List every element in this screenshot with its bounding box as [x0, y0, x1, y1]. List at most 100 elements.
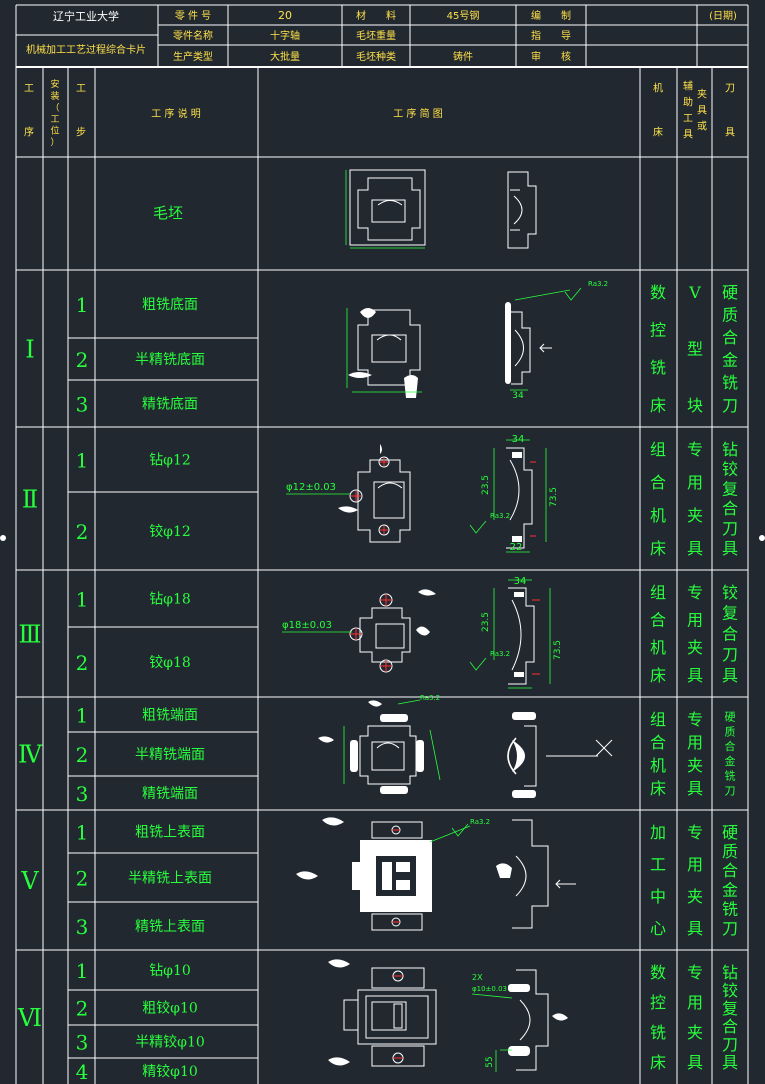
header-char: 装 — [50, 90, 59, 102]
fixture-char: 型 — [687, 339, 703, 358]
svg-text:φ18±0.03: φ18±0.03 — [282, 620, 332, 631]
process-numeral: Ⅱ — [22, 486, 38, 514]
cutter-char: 质 — [725, 725, 736, 738]
cutter-char: 具 — [722, 666, 738, 685]
fixture-char: 夹 — [687, 638, 703, 657]
step-number: 1 — [76, 449, 89, 473]
cutter-char: 合 — [722, 1017, 738, 1036]
step-number: 1 — [76, 704, 89, 728]
p3-front-view: φ18±0.03 — [282, 589, 436, 673]
cutter-char: 复 — [722, 604, 738, 623]
step-description: 精铣底面 — [142, 397, 198, 413]
step-number: 2 — [76, 743, 89, 767]
cutter-char: 刀 — [722, 645, 738, 664]
p6-front-view — [328, 959, 437, 1067]
machine-char: 铣 — [650, 1023, 666, 1042]
header-char: 安 — [50, 78, 59, 90]
svg-text:34: 34 — [512, 434, 525, 445]
machine-char: 床 — [650, 779, 666, 798]
fixture-char: 具 — [687, 1053, 703, 1072]
fixture-char: 具 — [687, 779, 703, 798]
machine-char: 中 — [650, 887, 666, 906]
right-edge-mark — [759, 535, 765, 541]
machine-char: 加 — [650, 823, 666, 842]
header-char: 具 — [725, 127, 735, 139]
school-name: 辽宁工业大学 — [53, 9, 119, 23]
machine-char: 机 — [650, 756, 666, 775]
step-description: 钻φ18 — [149, 592, 191, 608]
fixture-char: 用 — [687, 993, 703, 1012]
step-number: 2 — [76, 651, 89, 675]
col-description-header: 工 序 说 明 — [151, 107, 201, 120]
cutter-char: 刀 — [722, 519, 738, 538]
header-char: 具 — [683, 129, 693, 141]
machine-char: 数 — [650, 283, 666, 302]
production-type-label: 生产类型 — [173, 50, 213, 63]
cutter-char: 硬 — [722, 823, 738, 842]
machine-char: 铣 — [650, 358, 666, 377]
cutter-char: 铣 — [722, 373, 738, 392]
machine-char: 工 — [650, 855, 666, 874]
cutter-char: 合 — [722, 861, 738, 880]
machine-char: 合 — [650, 473, 666, 492]
svg-text:23.5: 23.5 — [481, 475, 491, 495]
step-number: 4 — [76, 1060, 89, 1084]
p5-side-view — [496, 819, 576, 929]
step-description: 半精铣端面 — [135, 747, 205, 763]
machine-char: 控 — [650, 320, 666, 339]
step-number: 3 — [76, 393, 89, 417]
svg-text:73.5: 73.5 — [553, 640, 563, 660]
cutter-char: 硬 — [722, 283, 738, 302]
svg-text:Ra3.2: Ra3.2 — [490, 512, 510, 520]
header-char: 位 — [50, 125, 59, 137]
p4-front-view: Ra3.2 — [318, 694, 441, 794]
machine-char: 床 — [650, 666, 666, 685]
cutter-char: 合 — [725, 739, 736, 753]
step-number: 2 — [76, 867, 89, 891]
blank-type-label: 毛坯种类 — [356, 50, 396, 63]
process-2-sketch: φ12±0.03 34 23.5 73.5 22 Ra3.2 — [286, 434, 559, 553]
machine-char: 床 — [650, 539, 666, 558]
step-description: 铰φ18 — [149, 655, 191, 671]
step-description: 钻φ10 — [149, 963, 191, 979]
col-fixture-header: 夹具或 — [697, 88, 707, 133]
review-label: 审 核 — [531, 50, 571, 63]
fixture-char: 专 — [687, 710, 703, 729]
header-char: 辅 — [683, 80, 693, 93]
step-number: 1 — [76, 293, 89, 317]
cutter-char: 刀 — [722, 919, 738, 938]
cutter-char: 铰 — [722, 583, 738, 602]
machine-char: 合 — [650, 610, 666, 629]
fixture-char: 夹 — [687, 1023, 703, 1042]
fixture-char: 块 — [687, 396, 703, 415]
cutter-char: 铣 — [722, 900, 738, 919]
step-number: 3 — [76, 1031, 89, 1055]
cutter-char: 铰 — [722, 981, 738, 1000]
fixture-char: 夹 — [687, 506, 703, 525]
cutter-char: 钻 — [722, 440, 738, 459]
part-no-value: 20 — [278, 9, 292, 22]
material-value: 45号钢 — [447, 9, 480, 22]
fixture-char: 夹 — [687, 756, 703, 775]
cutter-char: 铰 — [722, 460, 738, 479]
process-numeral: Ⅲ — [18, 621, 41, 649]
cutter-char: 合 — [722, 499, 738, 518]
step-number: 3 — [76, 782, 89, 806]
machine-char: 组 — [650, 583, 666, 602]
svg-text:34: 34 — [512, 391, 524, 401]
p1-side-view: 34 Ra3.2 — [505, 280, 608, 401]
col-process-header: 工序 — [24, 84, 34, 139]
header-char: 工 — [683, 114, 693, 125]
header-char: （ — [50, 102, 59, 113]
svg-text:Ra3.2: Ra3.2 — [490, 650, 510, 658]
part-no-label: 零 件 号 — [175, 10, 211, 22]
header-char: 工 — [50, 115, 59, 125]
fixture-char: 用 — [687, 855, 703, 874]
p2-front-view: φ12±0.03 — [286, 444, 411, 543]
